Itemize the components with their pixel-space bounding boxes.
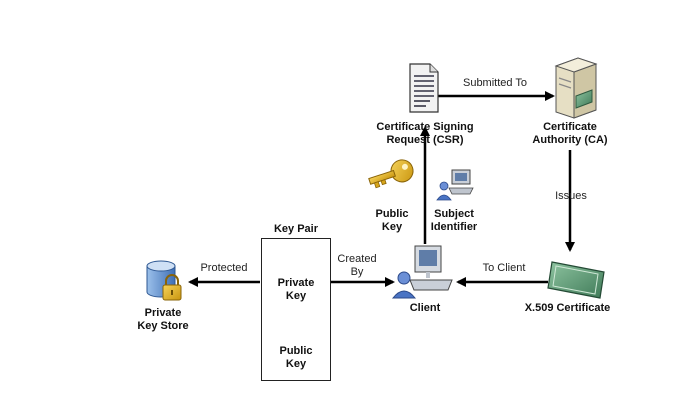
server-icon xyxy=(554,57,598,119)
subject-identifier-label: Subject Identifier xyxy=(430,208,478,233)
created-by-label: Created By xyxy=(337,253,377,278)
protected-label: Protected xyxy=(200,262,248,274)
key-pair-public-key-label: Public Key xyxy=(279,345,313,370)
public-key-icon xyxy=(368,159,414,189)
key-pair-box xyxy=(261,238,331,381)
subject-identifier-icon xyxy=(436,169,474,201)
certificate-icon xyxy=(547,261,605,299)
issues-label: Issues xyxy=(555,190,587,202)
private-key-store-label: Private Key Store xyxy=(137,307,189,332)
to-client-label: To Client xyxy=(482,262,526,274)
key-pair-private-key-label: Private Key xyxy=(277,277,315,302)
public-key-label: Public Key xyxy=(375,208,409,233)
key-pair-title: Key Pair xyxy=(273,223,319,235)
ca-label: Certificate Authority (CA) xyxy=(532,121,608,146)
key-store-icon xyxy=(146,260,182,301)
client-icon xyxy=(391,245,453,299)
certificate-label: X.509 Certificate xyxy=(524,302,611,314)
document-icon xyxy=(409,63,439,113)
client-label: Client xyxy=(409,302,441,314)
submitted-to-label: Submitted To xyxy=(462,77,527,89)
csr-label: Certificate Signing Request (CSR) xyxy=(376,121,474,146)
